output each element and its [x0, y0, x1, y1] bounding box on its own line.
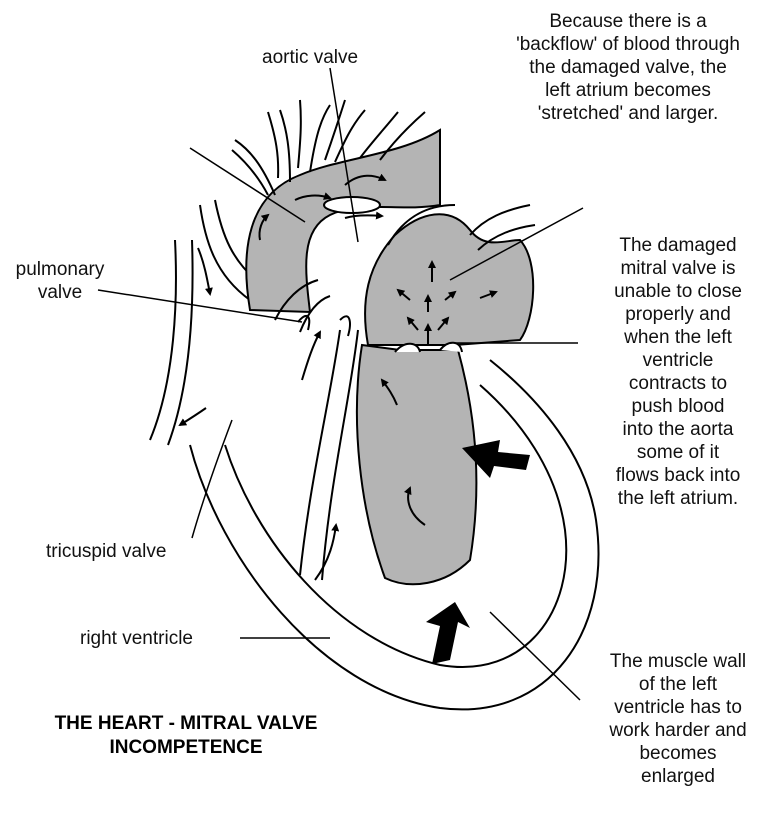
- muscle-wall-note: The muscle wall of the left ventricle ha…: [582, 650, 774, 788]
- backflow-note: Because there is a 'backflow' of blood t…: [480, 10, 776, 125]
- wall-force-arrow: [426, 602, 470, 664]
- mitral-valve-note: The damaged mitral valve is unable to cl…: [582, 234, 774, 510]
- right-atrium-wall: [150, 240, 193, 445]
- aortic-valve-label: aortic valve: [262, 46, 358, 69]
- tricuspid-valve-label: tricuspid valve: [46, 540, 166, 563]
- right-ventricle-label: right ventricle: [80, 627, 193, 650]
- pulmonary-valve-label: pulmonary valve: [10, 258, 110, 304]
- left-ventricle: [357, 345, 476, 584]
- left-atrium: [365, 214, 533, 345]
- diagram-title: THE HEART - MITRAL VALVE INCOMPETENCE: [6, 712, 366, 760]
- septum: [300, 330, 358, 580]
